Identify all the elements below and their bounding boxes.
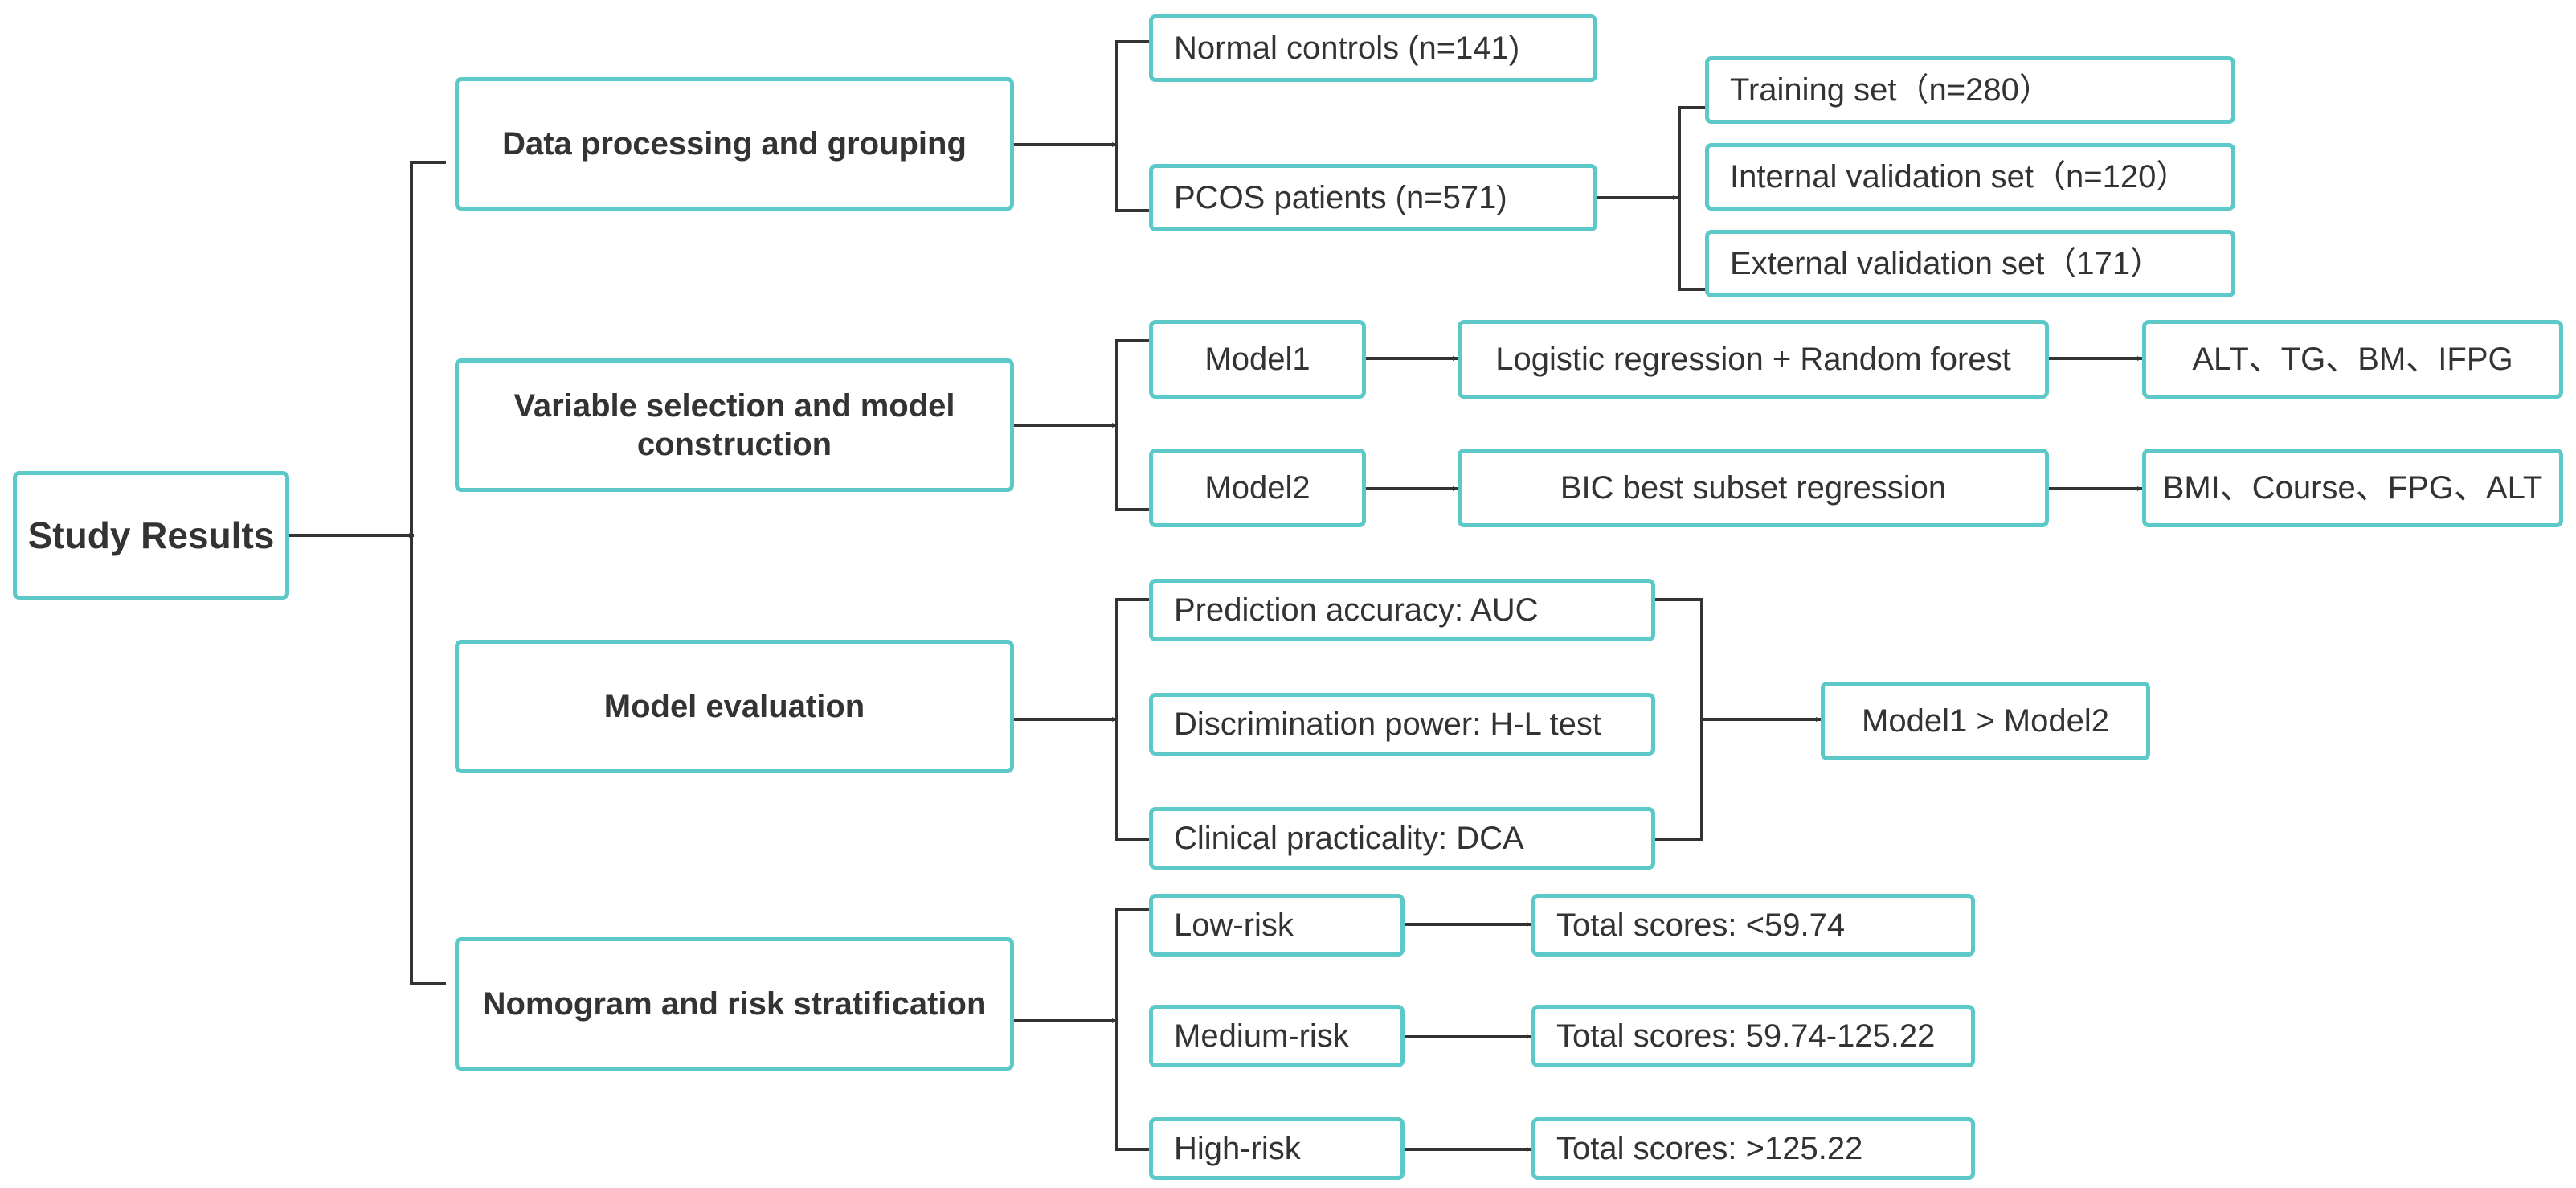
normal-controls-node: Normal controls (n=141) bbox=[1149, 14, 1597, 82]
model2-variables-node: BMI、Course、FPG、ALT bbox=[2142, 449, 2563, 527]
models-bracket bbox=[1115, 339, 1149, 511]
criteria-left-bracket bbox=[1115, 598, 1149, 841]
main-bracket bbox=[410, 161, 446, 985]
criteria-right-bracket bbox=[1655, 598, 1703, 841]
low-risk-node: Low-risk bbox=[1149, 894, 1405, 957]
evaluation-result-node: Model1 > Model2 bbox=[1821, 682, 2150, 760]
model-evaluation-node: Model evaluation bbox=[455, 640, 1014, 773]
groups-bracket bbox=[1115, 40, 1149, 212]
low-risk-score-node: Total scores: <59.74 bbox=[1531, 894, 1975, 957]
risk-bracket bbox=[1115, 908, 1149, 1151]
training-set-node: Training set（n=280） bbox=[1705, 56, 2235, 124]
model1-node: Model1 bbox=[1149, 320, 1366, 399]
model1-method-node: Logistic regression + Random forest bbox=[1458, 320, 2049, 399]
prediction-accuracy-node: Prediction accuracy: AUC bbox=[1149, 579, 1655, 641]
sets-bracket bbox=[1678, 106, 1705, 291]
discrimination-power-node: Discrimination power: H-L test bbox=[1149, 693, 1655, 756]
medium-risk-node: Medium-risk bbox=[1149, 1005, 1405, 1067]
data-processing-node: Data processing and grouping bbox=[455, 77, 1014, 211]
model2-node: Model2 bbox=[1149, 449, 1366, 527]
internal-validation-node: Internal validation set（n=120） bbox=[1705, 143, 2235, 211]
high-risk-score-node: Total scores: >125.22 bbox=[1531, 1117, 1975, 1180]
pcos-patients-node: PCOS patients (n=571) bbox=[1149, 164, 1597, 231]
nomogram-node: Nomogram and risk stratification bbox=[455, 937, 1014, 1071]
external-validation-node: External validation set（171） bbox=[1705, 230, 2235, 297]
model2-method-node: BIC best subset regression bbox=[1458, 449, 2049, 527]
clinical-practicality-node: Clinical practicality: DCA bbox=[1149, 807, 1655, 870]
high-risk-node: High-risk bbox=[1149, 1117, 1405, 1180]
model1-variables-node: ALT、TG、BM、IFPG bbox=[2142, 320, 2563, 399]
root-node: Study Results bbox=[13, 471, 289, 600]
variable-selection-node: Variable selection and model constructio… bbox=[455, 358, 1014, 492]
medium-risk-score-node: Total scores: 59.74-125.22 bbox=[1531, 1005, 1975, 1067]
